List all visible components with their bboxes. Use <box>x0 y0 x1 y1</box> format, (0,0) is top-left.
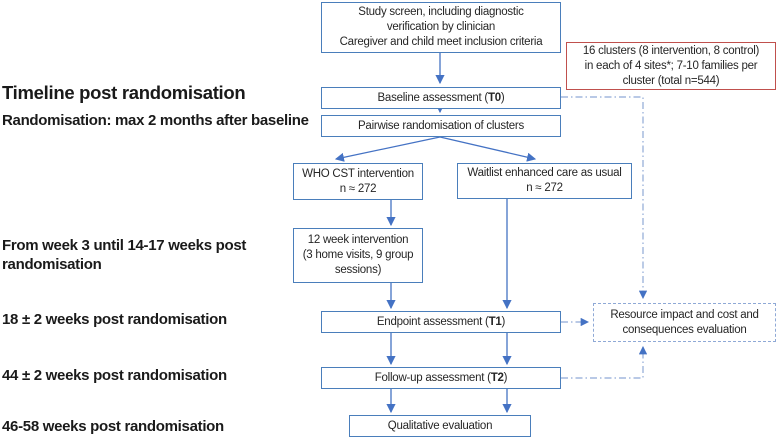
pairwise-randomisation-box: Pairwise randomisation of clusters <box>321 115 561 137</box>
timeline-title: Timeline post randomisation <box>2 82 246 103</box>
label-44-weeks: 44 ± 2 weeks post randomisation <box>2 367 227 384</box>
label-46-58-weeks: 46-58 weeks post randomisation <box>2 418 224 435</box>
intervention-12week-box: 12 week intervention (3 home visits, 9 g… <box>293 228 423 283</box>
qualitative-evaluation-box: Qualitative evaluation <box>349 415 531 437</box>
label-week3-window: From week 3 until 14-17 weeks post rando… <box>2 237 247 273</box>
cluster-note-box: 16 clusters (8 intervention, 8 control) … <box>566 42 776 90</box>
dashed-followup-to-resource <box>561 345 648 379</box>
baseline-assessment-box: Baseline assessment (T0) <box>321 87 561 109</box>
arrow-pairwise-to-whocst <box>334 136 441 162</box>
arrow-pairwise-to-waitlist <box>439 136 537 162</box>
study-screen-box: Study screen, including diagnostic verif… <box>321 2 561 53</box>
label-randomisation-window: Randomisation: max 2 months after baseli… <box>2 112 309 129</box>
endpoint-assessment-box: Endpoint assessment (T1) <box>321 311 561 333</box>
who-cst-intervention-box: WHO CST intervention n ≈ 272 <box>293 163 423 200</box>
followup-assessment-box: Follow-up assessment (T2) <box>321 367 561 389</box>
label-18-weeks: 18 ± 2 weeks post randomisation <box>2 311 227 328</box>
waitlist-control-box: Waitlist enhanced care as usual n ≈ 272 <box>457 163 632 199</box>
resource-evaluation-box: Resource impact and cost and consequence… <box>593 303 776 342</box>
